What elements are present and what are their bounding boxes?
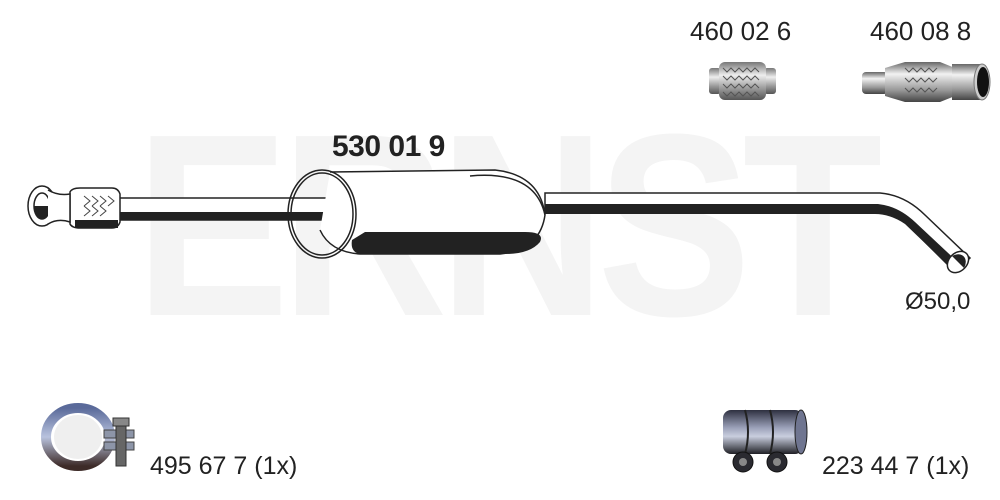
pipe-connector-icon (723, 409, 808, 473)
flex-pipe-with-tube-icon (862, 62, 991, 102)
flex-pipe-icon (709, 62, 776, 100)
optional-part-number-2: 460 08 8 (870, 16, 972, 46)
main-part-number: 530 01 9 (332, 130, 445, 163)
pipe-clamp-icon (41, 403, 135, 471)
outlet-diameter-label: Ø50,0 (905, 288, 971, 315)
optional-part-number-1: 460 02 6 (690, 16, 792, 46)
accessory-part-number-1: 495 67 7 (1x) (150, 452, 298, 480)
accessory-part-number-2: 223 44 7 (1x) (822, 452, 970, 480)
